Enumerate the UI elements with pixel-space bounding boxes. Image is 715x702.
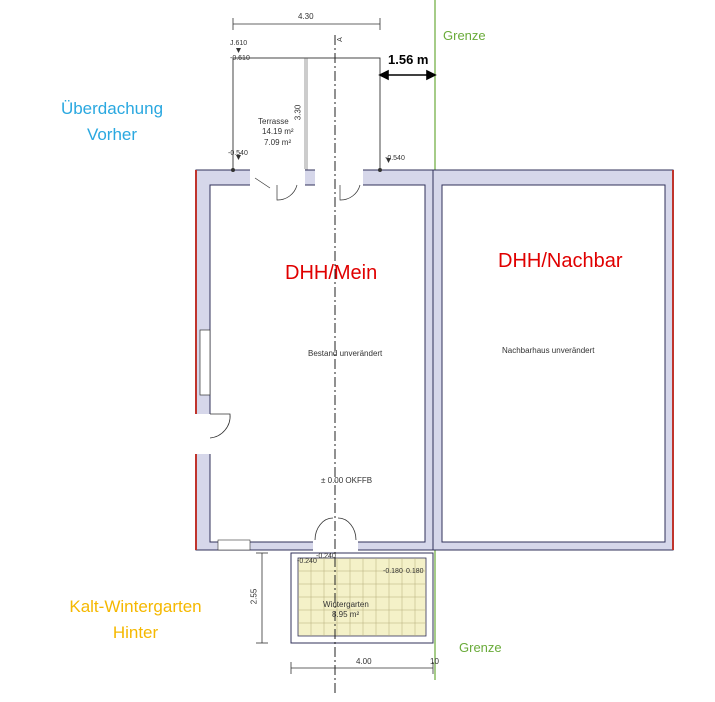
bottom-window bbox=[217, 539, 251, 551]
room-label-mein: DHH/Mein bbox=[285, 262, 378, 284]
level-markers bbox=[231, 48, 391, 172]
room-label-nachbar: DHH/Nachbar bbox=[498, 250, 623, 272]
wintergarten-note-line2: Hinter bbox=[112, 623, 159, 642]
terrasse-outline bbox=[232, 57, 381, 171]
dim-terrace-depth: 3.30 bbox=[293, 104, 303, 121]
ueberdachung-line2: Vorher bbox=[86, 125, 138, 144]
dim-wg-depth: 2.55 bbox=[249, 588, 259, 605]
dim-top-width: 4.30 bbox=[298, 12, 314, 21]
level-1: J.610 bbox=[230, 40, 248, 47]
bottom-door-swing bbox=[314, 517, 357, 541]
door-swings-top bbox=[254, 177, 361, 201]
level-7: -0.180 bbox=[383, 568, 403, 575]
door-opening-top-1 bbox=[250, 169, 305, 186]
wintergarten-name: Wintergarten bbox=[323, 600, 369, 609]
dim-bottom-small: 10 bbox=[430, 657, 439, 666]
left-door-opening bbox=[195, 414, 212, 454]
level-3: -0.540 bbox=[228, 150, 248, 157]
ueberdachung-label: Überdachung Vorher bbox=[22, 96, 202, 148]
dimension-bottom bbox=[290, 662, 434, 674]
dimension-top bbox=[232, 18, 381, 30]
terrasse-name: Terrasse bbox=[258, 117, 289, 126]
door-opening-top-2 bbox=[315, 169, 363, 186]
level-4: -0.540 bbox=[385, 155, 405, 162]
okffb-label: ± 0.00 OKFFB bbox=[321, 476, 373, 485]
dimension-wintergarten-depth bbox=[256, 552, 268, 644]
left-house-interior bbox=[209, 184, 426, 543]
distance-arrow bbox=[378, 69, 437, 81]
level-8: 0.180 bbox=[406, 568, 424, 575]
grenze-label-top: Grenze bbox=[443, 28, 486, 43]
level-2: -0.610 bbox=[230, 55, 250, 62]
distance-label: 1.56 m bbox=[388, 52, 429, 67]
left-window bbox=[199, 329, 211, 396]
nachbarhaus-label: Nachbarhaus unverändert bbox=[502, 346, 595, 355]
terrasse-area-2: 7.09 m² bbox=[264, 138, 292, 147]
bestand-label: Bestand unverändert bbox=[308, 349, 383, 358]
dim-bottom-width: 4.00 bbox=[356, 657, 372, 666]
right-house-interior bbox=[441, 184, 666, 543]
level-6: -0.240 bbox=[316, 553, 336, 560]
terrasse-area-1: 14.19 m² bbox=[262, 127, 294, 136]
wintergarten-tile-grid bbox=[298, 558, 426, 636]
level-5: -0.240 bbox=[297, 558, 317, 565]
wintergarten-note-line1: Kalt-Wintergarten bbox=[69, 597, 202, 616]
wintergarten-note: Kalt-Wintergarten Hinter bbox=[38, 594, 233, 646]
ueberdachung-line1: Überdachung bbox=[60, 99, 164, 118]
wintergarten-area: 8.95 m² bbox=[332, 610, 360, 619]
axis-marker: A bbox=[336, 37, 344, 42]
left-door-swing bbox=[209, 413, 231, 439]
grenze-label-bottom: Grenze bbox=[459, 640, 502, 655]
